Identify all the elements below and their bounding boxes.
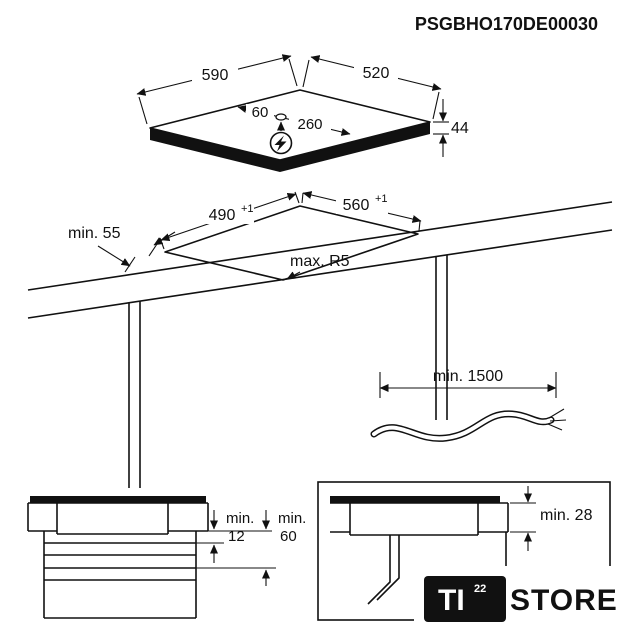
corner-radius-label: max. R5 xyxy=(290,253,350,270)
front-clearance-label: min. 55 xyxy=(68,225,121,242)
hob-edge-right xyxy=(280,122,430,172)
cable-offset-a-label: 60 xyxy=(252,104,269,121)
cutout-width-tolerance: +1 xyxy=(375,193,388,205)
logo-suffix-text: STORE xyxy=(510,584,618,617)
hob-height-label: 44 xyxy=(451,120,469,137)
hob-glass-section-2 xyxy=(330,496,500,503)
cutout-depth-tolerance: +1 xyxy=(241,203,254,215)
lightning-bolt-icon xyxy=(274,135,287,152)
cable-length-label: min. 1500 xyxy=(433,368,503,385)
hob-width-label: 590 xyxy=(202,67,229,84)
logo-brand-text: TI xyxy=(438,584,465,617)
power-cable-view: min. 1500 xyxy=(370,368,567,442)
drawer-clearance-min-label: min. xyxy=(226,510,254,527)
logo-superscript-text: 22 xyxy=(474,583,486,595)
vent-channel-inner xyxy=(367,535,391,605)
drawer-clearance-value: 12 xyxy=(228,528,245,545)
cabinet-clearance-value: 60 xyxy=(280,528,297,545)
hob-depth-label: 520 xyxy=(363,65,390,82)
worktop-cutout-view: 490 +1 560 +1 min. 55 max. R5 xyxy=(27,191,613,488)
worktop-thickness-label: min. 28 xyxy=(540,507,593,524)
hob-isometric-view: 590 520 60 260 44 xyxy=(136,54,469,172)
hob-glass-top xyxy=(149,89,431,161)
cutout-depth-label: 490 xyxy=(209,207,236,224)
store-logo: TI 22 STORE xyxy=(414,566,618,632)
logo-badge xyxy=(424,576,506,622)
cabinet-clearance-min-label: min. xyxy=(278,510,306,527)
cable-gland-dot xyxy=(275,113,287,121)
cabinet-section-view: min. 12 min. 60 xyxy=(27,496,306,619)
cutout-width-label: 560 xyxy=(343,197,370,214)
cable-offset-b-label: 260 xyxy=(297,116,322,133)
hob-edge-left xyxy=(150,128,280,172)
vent-channel-outer xyxy=(376,535,400,601)
product-code-label: PSGBHO170DE00030 xyxy=(415,14,598,34)
hob-glass-section xyxy=(30,496,206,503)
